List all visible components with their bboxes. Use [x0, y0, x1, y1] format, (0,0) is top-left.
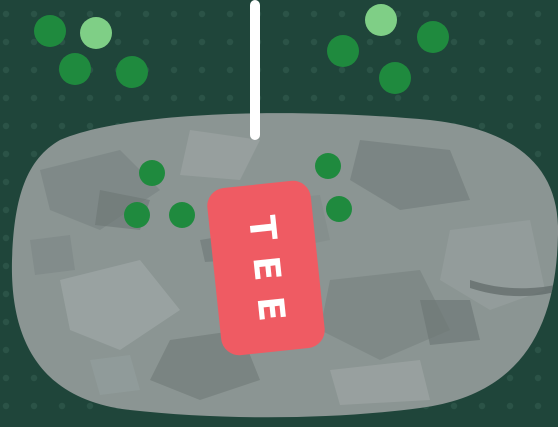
- token-dark[interactable]: [116, 56, 148, 88]
- token-dark[interactable]: [139, 160, 165, 186]
- token-dark[interactable]: [59, 53, 91, 85]
- token-dark[interactable]: [315, 153, 341, 179]
- token-dark[interactable]: [169, 202, 195, 228]
- token-dark[interactable]: [34, 15, 66, 47]
- token-dark[interactable]: [379, 62, 411, 94]
- token-light[interactable]: [80, 17, 112, 49]
- marker-line: [250, 0, 260, 140]
- token-light[interactable]: [365, 4, 397, 36]
- token-dark[interactable]: [326, 196, 352, 222]
- tee-box[interactable]: [206, 179, 327, 357]
- token-dark[interactable]: [417, 21, 449, 53]
- token-dark[interactable]: [124, 202, 150, 228]
- token-dark[interactable]: [327, 35, 359, 67]
